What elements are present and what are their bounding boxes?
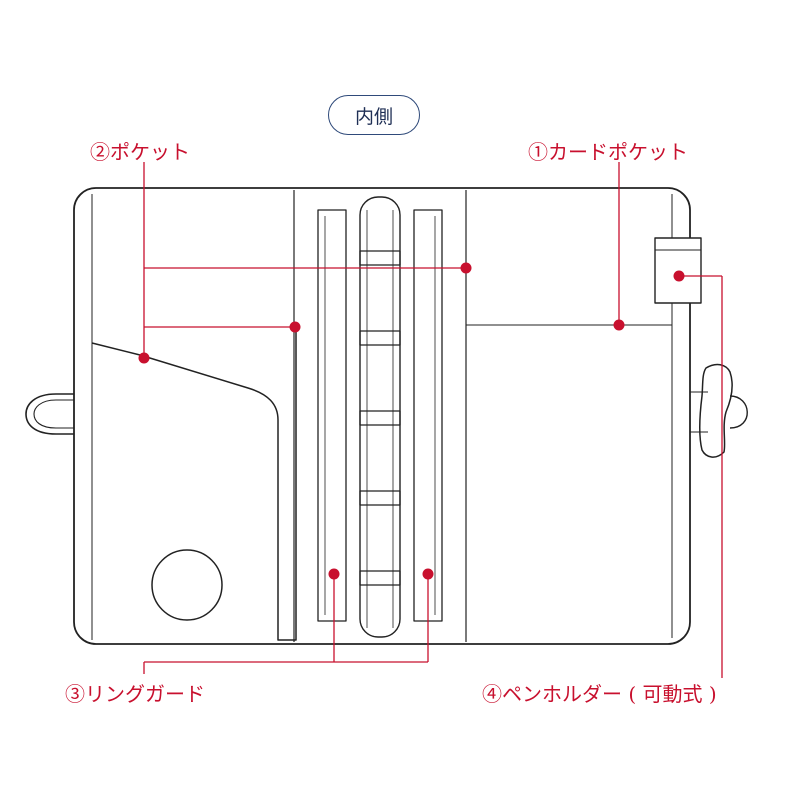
callout-pocket-label: ②ポケット — [90, 140, 190, 164]
marker-ring-guard-right — [422, 568, 434, 580]
callout-card-pocket-label: ①カードポケット — [528, 140, 688, 164]
callout-markers — [138, 262, 685, 580]
marker-pocket-front — [138, 352, 150, 364]
right-strap-loop — [729, 395, 748, 429]
pocket-thumb-hole — [151, 549, 223, 621]
marker-pocket-back — [289, 321, 301, 333]
callout-pen-holder-label: ④ペンホルダー ( 可動式 ) — [482, 682, 717, 706]
marker-pen-holder — [673, 270, 685, 282]
marker-pocket-inner — [460, 262, 472, 274]
marker-card-pocket — [613, 319, 625, 331]
callout-lines — [143, 162, 723, 678]
ring-2 — [359, 330, 401, 346]
marker-ring-guard-left — [328, 568, 340, 580]
binder-drawing — [25, 187, 748, 645]
view-title: 内側 — [354, 105, 393, 128]
callout-ring-guard-label: ③リングガード — [65, 682, 205, 706]
left-pocket — [91, 330, 297, 641]
binder-cover — [73, 187, 691, 645]
left-strap-loop — [25, 393, 80, 435]
ring-3 — [359, 410, 401, 426]
closure-tab — [698, 363, 733, 458]
view-title-badge: 内側 — [328, 95, 420, 135]
ring-1 — [359, 250, 401, 266]
pen-holder — [654, 237, 702, 304]
ring-4 — [359, 490, 401, 506]
left-strap-loop-inner — [33, 399, 80, 429]
ring-guard-left — [317, 209, 347, 622]
ring-5 — [359, 570, 401, 586]
